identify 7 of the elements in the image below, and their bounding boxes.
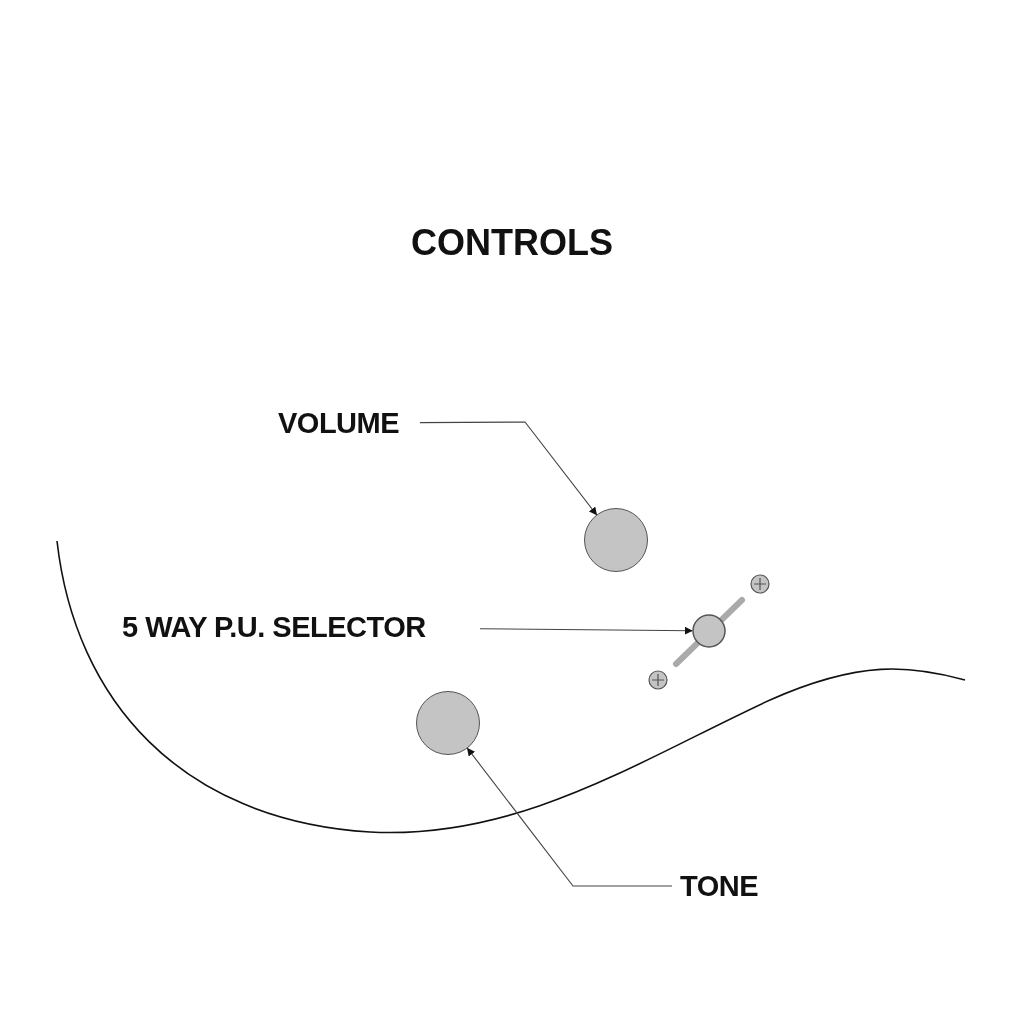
control-label: TONE <box>680 869 759 903</box>
title: CONTROLS <box>411 222 613 263</box>
leader-line <box>479 626 693 635</box>
control-label: 5 WAY P.U. SELECTOR <box>122 610 426 644</box>
leader-line <box>466 747 673 887</box>
control-label: VOLUME <box>278 406 400 440</box>
leader-line <box>419 421 598 516</box>
